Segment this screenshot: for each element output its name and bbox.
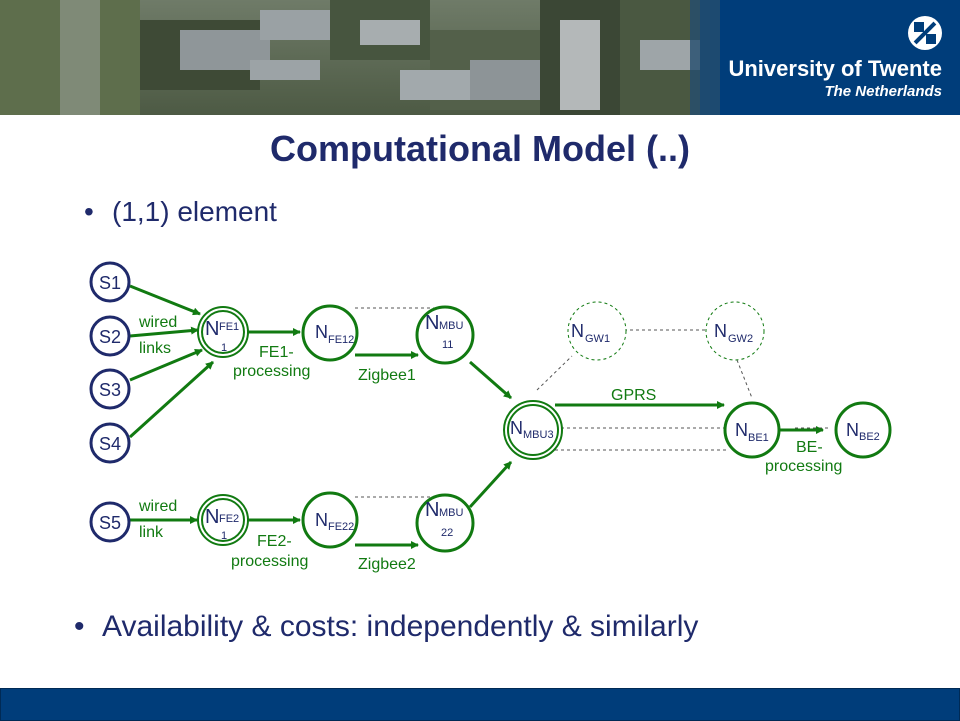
- arrow-s2-fe11: [129, 326, 199, 338]
- arrow-mbu22-mbu3: [468, 460, 513, 509]
- source-node-s1: S1: [89, 261, 131, 303]
- source-label: S5: [99, 513, 121, 533]
- node-fe22: N FE22: [301, 491, 359, 549]
- node-main-label: N: [315, 510, 328, 530]
- node-main-label: N: [510, 418, 523, 438]
- node-fe11: N FE1 1: [197, 306, 249, 358]
- node-sub-label: BE2: [859, 431, 880, 443]
- node-sub-label: FE22: [328, 521, 354, 533]
- node-sub2-label: 22: [441, 527, 453, 539]
- arrow-s1-fe11: [129, 284, 201, 316]
- edge-labels: wired links wired link FE1- processing F…: [138, 314, 842, 573]
- fe1-processing-label: FE1-: [259, 344, 294, 361]
- node-be2: N BE2: [834, 401, 892, 459]
- node-sub-label: MBU: [439, 320, 464, 332]
- dashed-link: [536, 355, 573, 391]
- node-sub-label: FE1: [219, 321, 239, 333]
- university-name: University of Twente: [728, 56, 942, 81]
- node-main-label: N: [425, 312, 439, 334]
- node-sub-label: FE2: [219, 513, 239, 525]
- node-mbu11: N MBU 11: [415, 305, 475, 365]
- source-label: S1: [99, 273, 121, 293]
- node-mbu3: N MBU3: [503, 400, 563, 460]
- source-node-s3: S3: [89, 368, 131, 410]
- processing-nodes: N FE1 1 N FE12 N MBU 11 N FE2 1 N: [197, 301, 892, 553]
- arrow-mbu11-mbu3: [469, 360, 512, 400]
- node-main-label: N: [735, 420, 748, 440]
- wired-link-label: wired: [138, 498, 177, 515]
- be-processing-label: processing: [765, 458, 842, 475]
- zigbee2-label: Zigbee2: [358, 556, 416, 573]
- fe1-processing-label: processing: [233, 363, 310, 380]
- node-sub-label: GW1: [585, 333, 610, 345]
- bullet-dot-icon: •: [84, 196, 94, 227]
- wired-links-label: wired: [138, 314, 177, 331]
- node-gw1: N GW1: [567, 301, 627, 361]
- node-fe12: N FE12: [301, 304, 359, 362]
- node-main-label: N: [205, 318, 219, 340]
- university-country: The Netherlands: [824, 83, 942, 100]
- dashed-link: [736, 359, 753, 399]
- header-banner: University of Twente The Netherlands: [0, 0, 960, 115]
- university-logo-icon: [908, 16, 942, 50]
- bullet-item: • Availability & costs: independently & s…: [74, 610, 698, 644]
- be-processing-label: BE-: [796, 439, 823, 456]
- node-mbu22: N MBU 22: [415, 493, 475, 553]
- fe2-processing-label: processing: [231, 553, 308, 570]
- fe2-processing-label: FE2-: [257, 533, 292, 550]
- node-sub2-label: 1: [221, 530, 227, 542]
- arrow-s3-fe11: [129, 348, 203, 382]
- source-label: S3: [99, 380, 121, 400]
- bullet-text: (1,1) element: [112, 196, 277, 227]
- node-sub-label: FE12: [328, 334, 354, 346]
- node-sub-label: MBU3: [523, 429, 554, 441]
- node-main-label: N: [205, 506, 219, 528]
- node-sub2-label: 11: [442, 339, 453, 351]
- node-sub-label: BE1: [748, 432, 769, 444]
- node-sub-label: GW2: [728, 333, 753, 345]
- campus-aerial-photo: University of Twente The Netherlands: [0, 0, 960, 115]
- wired-link-label: link: [139, 524, 164, 541]
- wired-links-label: links: [139, 340, 171, 357]
- source-node-s4: S4: [89, 422, 131, 464]
- source-label: S2: [99, 327, 121, 347]
- bullet-dot-icon: •: [74, 610, 85, 643]
- node-main-label: N: [571, 321, 584, 341]
- node-sub-label: MBU: [439, 507, 464, 519]
- green-arrows: [128, 284, 824, 549]
- bullet-text: Availability & costs: independently & si…: [102, 610, 699, 643]
- node-main-label: N: [846, 420, 859, 440]
- source-nodes: S1 S2 S3 S4 S5: [89, 261, 131, 543]
- node-main-label: N: [425, 499, 439, 521]
- node-be1: N BE1: [723, 401, 781, 459]
- zigbee1-label: Zigbee1: [358, 367, 416, 384]
- bullet-item: • (1,1) element: [84, 196, 277, 228]
- node-main-label: N: [315, 322, 328, 342]
- source-node-s2: S2: [89, 315, 131, 357]
- arrow-s4-fe11: [128, 360, 215, 439]
- gprs-label: GPRS: [611, 387, 656, 404]
- slide-title: Computational Model (..): [270, 128, 690, 169]
- node-main-label: N: [714, 321, 727, 341]
- node-fe21: N FE2 1: [197, 494, 249, 546]
- node-gw2: N GW2: [705, 301, 765, 361]
- footer-bar: [0, 688, 960, 721]
- source-node-s5: S5: [89, 501, 131, 543]
- source-label: S4: [99, 434, 121, 454]
- node-sub2-label: 1: [221, 342, 227, 354]
